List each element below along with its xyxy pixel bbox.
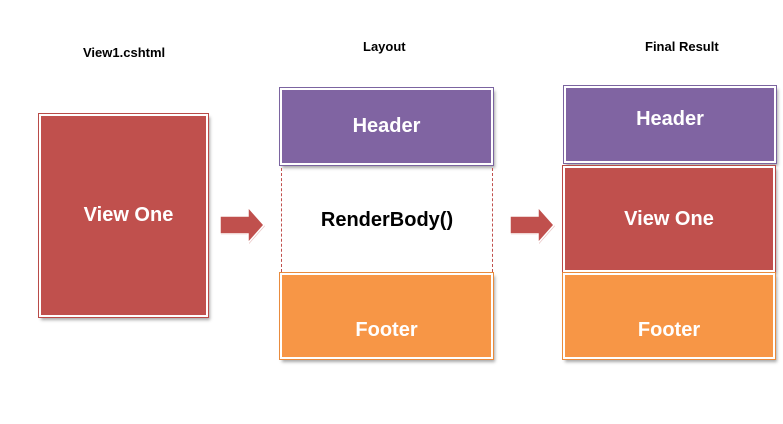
layout-footer-block: Footer (279, 272, 494, 360)
result-footer-block: Footer (562, 272, 776, 360)
right-arrow-icon (509, 205, 556, 245)
result-view-one-block: View One (562, 165, 776, 273)
render-body-label: RenderBody() (320, 208, 454, 231)
view-column-title: View1.cshtml (83, 45, 166, 60)
result-view-one-label: View One (624, 207, 714, 230)
view-one-block: View One (38, 113, 209, 318)
layout-column-title: Layout (363, 39, 406, 54)
layout-header-label: Header (352, 115, 421, 137)
result-header-label: Header (636, 108, 704, 130)
result-column-title: Final Result (645, 39, 719, 54)
result-header-block: Header (563, 85, 777, 164)
right-arrow-icon (219, 205, 266, 245)
layout-footer-label: Footer (355, 318, 418, 341)
layout-header-block: Header (279, 87, 494, 166)
view-one-label: View One (83, 204, 174, 226)
result-footer-label: Footer (637, 318, 701, 341)
render-body-placeholder: RenderBody() (281, 168, 493, 272)
